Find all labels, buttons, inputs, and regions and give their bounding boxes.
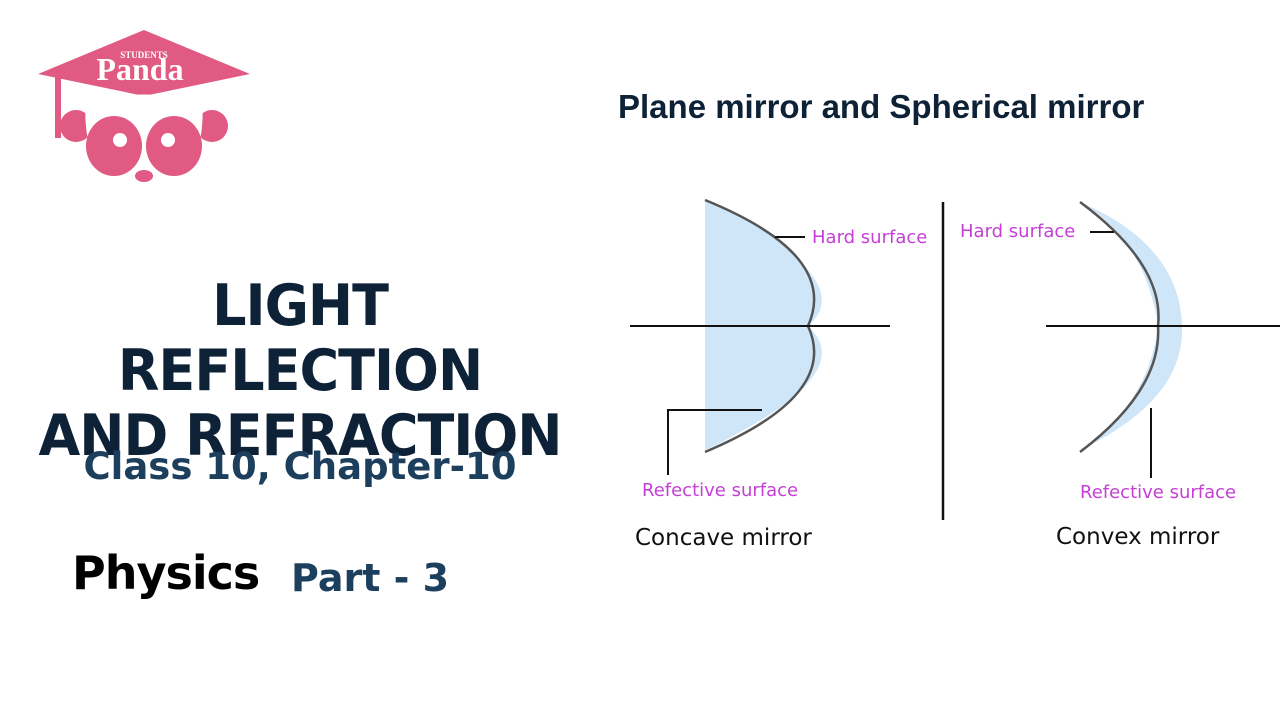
- concave-mirror-caption: Concave mirror: [635, 525, 812, 551]
- main-title-line1: LIGHT REFLECTION: [117, 272, 483, 404]
- main-title-line2: AND REFRACTION: [38, 402, 563, 469]
- convex-mirror-caption: Convex mirror: [1056, 524, 1220, 550]
- concave-reflective-surface-label: Refective surface: [642, 480, 798, 501]
- diagram-title: Plane mirror and Spherical mirror: [618, 88, 1145, 125]
- panda-eye-left-icon: [86, 116, 142, 176]
- panda-eye-right-icon: [146, 116, 202, 176]
- class-chapter-text: Class 10, Chapter-10: [83, 445, 517, 488]
- concave-reflective-pointer: [667, 409, 762, 475]
- part-text: Part - 3: [291, 556, 450, 600]
- convex-mirror-lens: [1080, 202, 1183, 450]
- panda-ear-left-icon: [60, 110, 92, 142]
- convex-reflective-surface-label: Refective surface: [1080, 482, 1236, 503]
- mirror-diagram: Hard surface Refective surface Concave m…: [630, 198, 1280, 551]
- graduation-cap-icon: [38, 30, 250, 96]
- main-title: LIGHT REFLECTION AND REFRACTION: [30, 273, 570, 468]
- logo-brand-text: Panda: [96, 51, 183, 87]
- panda-ear-right-icon: [196, 110, 228, 142]
- logo-small-text: STUDENTS: [120, 50, 168, 60]
- convex-hard-surface-label: Hard surface: [960, 221, 1075, 242]
- subject-text: Physics: [72, 546, 260, 600]
- panda-nose-icon: [135, 170, 153, 182]
- students-panda-logo: STUDENTS Panda: [38, 30, 250, 183]
- concave-hard-surface-label: Hard surface: [812, 227, 927, 248]
